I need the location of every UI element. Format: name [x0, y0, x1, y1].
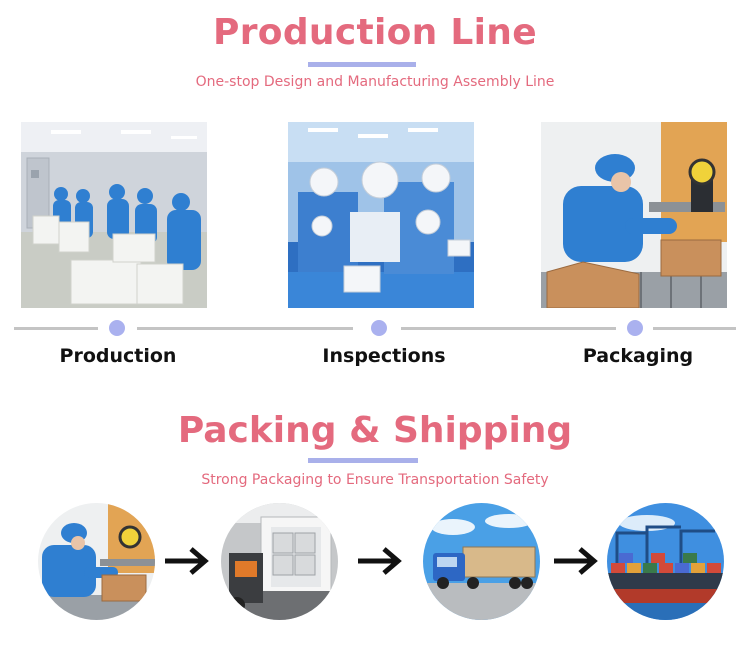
shipping-title: Packing & Shipping [177, 410, 573, 451]
stage-label-packaging: Packaging [582, 345, 694, 367]
stage-label-inspections: Inspections [322, 345, 446, 367]
arrow-right-icon [554, 547, 598, 575]
timeline-line [653, 327, 736, 330]
timeline-line [14, 327, 98, 330]
production-subtitle: One-stop Design and Manufacturing Assemb… [195, 74, 555, 90]
timeline-dot-inspections [371, 320, 387, 336]
loading-truck-photo [221, 503, 338, 620]
arrow-right-icon [358, 547, 402, 575]
shipping-subtitle: Strong Packaging to Ensure Transportatio… [201, 472, 549, 488]
shipping-title-underline [308, 458, 418, 463]
packaging-photo [541, 122, 727, 308]
timeline-line [401, 327, 616, 330]
production-title: Production Line [213, 12, 537, 53]
timeline-line [137, 327, 353, 330]
cargo-ship-photo [607, 503, 724, 620]
arrow-right-icon [165, 547, 209, 575]
timeline-dot-production [109, 320, 125, 336]
production-photo [21, 122, 207, 308]
timeline-dot-packaging [627, 320, 643, 336]
production-title-underline [308, 62, 416, 67]
inspection-photo [288, 122, 474, 308]
packing-photo [38, 503, 155, 620]
truck-transport-photo [423, 503, 540, 620]
stage-label-production: Production [59, 345, 177, 367]
